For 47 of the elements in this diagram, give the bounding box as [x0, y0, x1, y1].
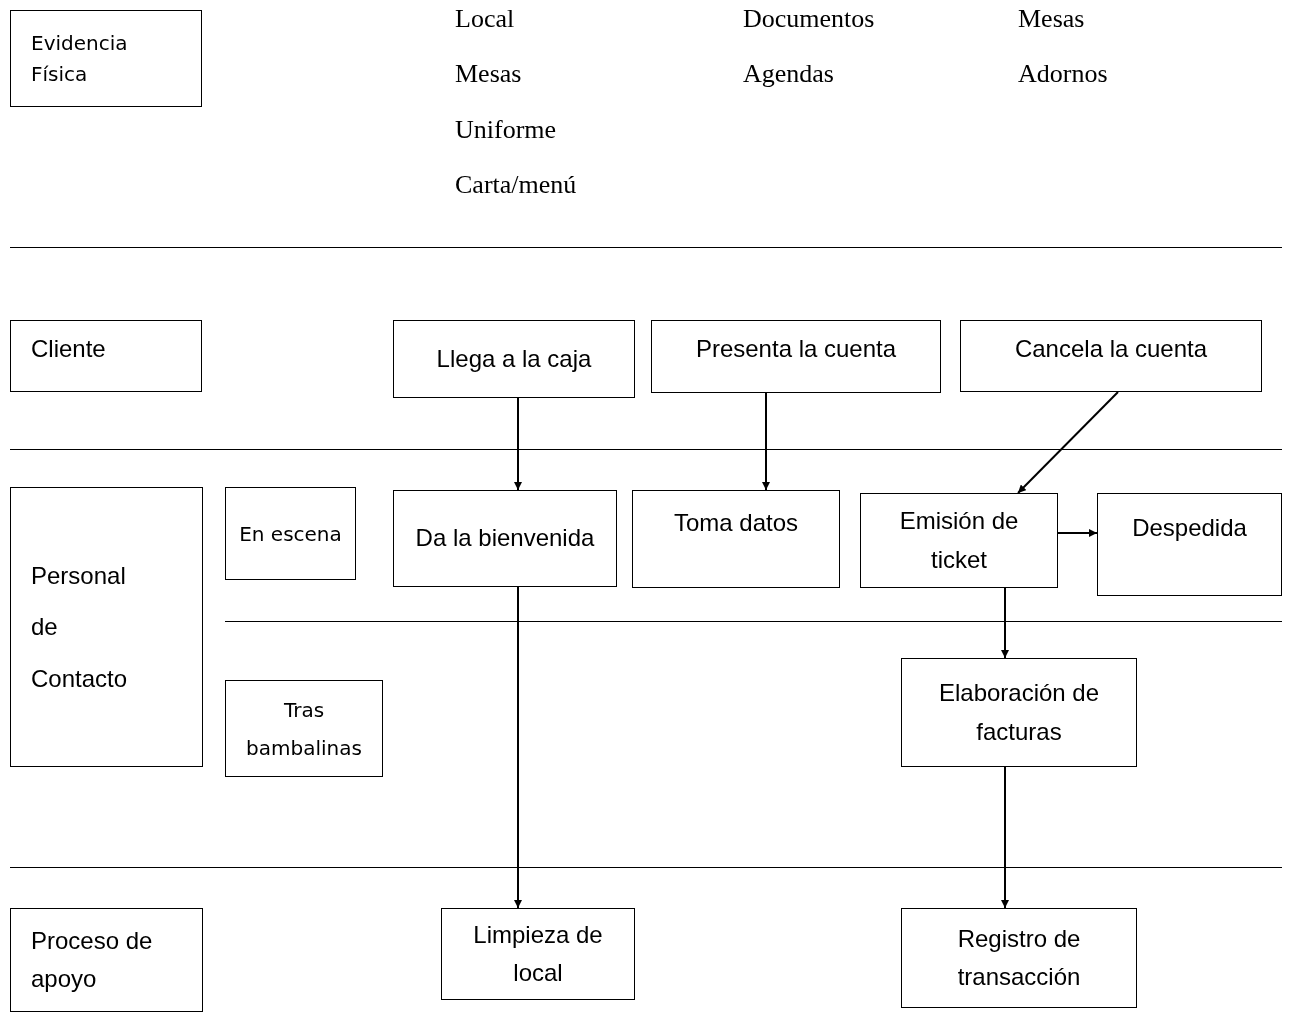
box-text: En escena [239, 520, 342, 548]
process-box [901, 658, 1137, 767]
process-box [393, 490, 617, 587]
evidence-item: Carta/menú [455, 170, 577, 200]
box-text: Cancela la cuenta [1014, 334, 1208, 364]
arrow [1057, 529, 1098, 537]
process-box [651, 320, 941, 393]
arrow [514, 586, 522, 909]
process-box [441, 908, 635, 1000]
evidence-item: Mesas [455, 59, 522, 89]
process-box [225, 680, 383, 777]
process-box [10, 10, 202, 107]
evidence-item: Mesas [1018, 4, 1085, 34]
process-box [10, 487, 203, 767]
arrow [1017, 391, 1119, 494]
arrow [1001, 766, 1009, 909]
box-text: Limpieza de local [473, 919, 603, 988]
box-text: Despedida [1132, 513, 1247, 543]
box-text: Elaboración de facturas [937, 678, 1101, 747]
box-text: Evidencia Física [31, 29, 129, 88]
box-text: Proceso de apoyo [31, 925, 154, 994]
arrow [1001, 587, 1009, 659]
process-box [225, 487, 356, 580]
evidence-item: Local [455, 4, 515, 34]
box-text: Da la bienvenida [415, 523, 595, 554]
arrow [514, 397, 522, 491]
box-text: Personal de Contacto [31, 560, 129, 694]
box-text: Registro de transacción [956, 923, 1082, 992]
evidence-item: Uniforme [455, 115, 557, 145]
box-text: Cliente [31, 334, 106, 364]
process-box [960, 320, 1262, 392]
process-box [860, 493, 1058, 588]
evidence-item: Agendas [743, 59, 834, 89]
process-box [632, 490, 840, 588]
process-box [393, 320, 635, 398]
process-box [901, 908, 1137, 1008]
process-box [10, 320, 202, 392]
evidence-item: Documentos [743, 4, 875, 34]
box-text: Toma datos [673, 508, 799, 538]
evidence-item: Adornos [1018, 59, 1108, 89]
process-box [10, 908, 203, 1012]
box-text: Emisión de ticket [898, 506, 1020, 575]
process-box [1097, 493, 1282, 596]
box-text: Presenta la cuenta [695, 334, 897, 364]
arrow [762, 392, 770, 491]
box-text: Llega a la caja [436, 344, 592, 375]
box-text: Tras bambalinas [245, 696, 363, 762]
